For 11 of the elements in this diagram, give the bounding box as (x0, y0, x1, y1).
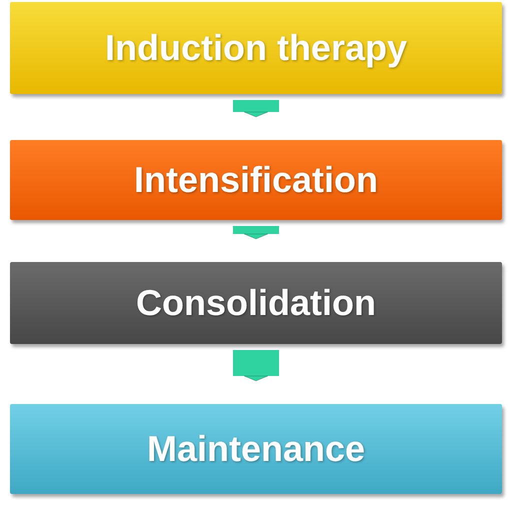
block-arrow (233, 226, 279, 240)
block-arrow (233, 100, 279, 118)
stage-box (10, 140, 502, 220)
stage-label: Maintenance (146, 428, 366, 470)
stage-box (10, 262, 502, 344)
stage-label: Consolidation (136, 282, 376, 324)
stage-box (10, 404, 502, 494)
stage-box (10, 2, 502, 94)
block-arrow (233, 350, 279, 382)
stage-label: Induction therapy (104, 27, 407, 69)
stage-label: Intensification (134, 159, 378, 201)
